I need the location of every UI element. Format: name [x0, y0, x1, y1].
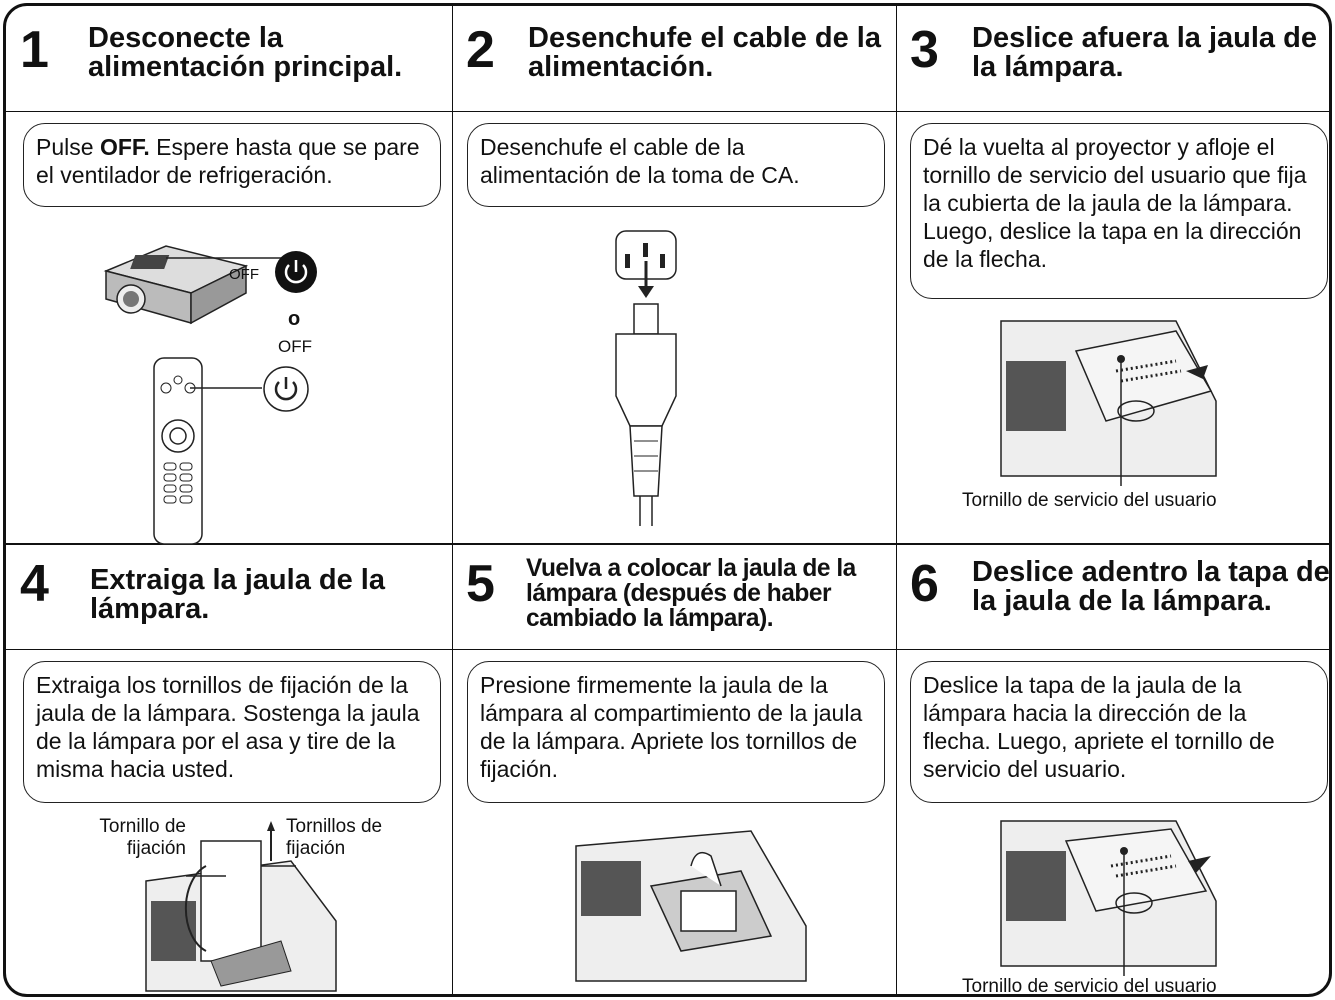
step-number: 5: [466, 555, 495, 613]
lamp-cage-cover-illustration: [1000, 320, 1217, 486]
instruction-text: Espere hasta que se pare el ventilador d…: [36, 134, 420, 188]
step-number: 2: [466, 21, 495, 79]
step-title: Deslice adentro la tapa de la jaula de l…: [972, 556, 1330, 617]
step-4-instructions: Extraiga los tornillos de fijación de la…: [23, 661, 441, 803]
step-number: 3: [910, 21, 939, 79]
off-label: OFF: [229, 266, 259, 283]
power-icon: [263, 366, 309, 412]
off-label-remote: OFF: [278, 337, 312, 356]
column-divider: [896, 6, 897, 994]
or-label: o: [288, 308, 301, 330]
step-3-instructions: Dé la vuelta al proyector y afloje el to…: [910, 123, 1328, 299]
step-2-header: 2 Desenchufe el cable de la alimentación…: [466, 24, 888, 82]
instruction-text: Extraiga los tornillos de fijación de la…: [36, 672, 420, 782]
fixing-screws-label: Tornillos de fijación: [286, 816, 383, 859]
fixing-screw-label: Tornillo de fijación: [99, 816, 186, 859]
service-screw-caption: Tornillo de servicio del usuario: [962, 976, 1217, 997]
projector-illustration: [103, 245, 306, 325]
step-3-header: 3 Deslice afuera la jaula de la lámpara.: [910, 21, 1329, 83]
step-6-header: 6 Deslice adentro la tapa de la jaula de…: [910, 555, 1330, 617]
step-number: 6: [910, 555, 939, 613]
instruction-text: Dé la vuelta al proyector y afloje el to…: [923, 134, 1307, 272]
instruction-text: Deslice la tapa de la jaula de la lámpar…: [923, 672, 1275, 782]
step-4-header: 4 Extraiga la jaula de la lámpara.: [20, 558, 430, 624]
step-5-header: 5 Vuelva a colocar la jaula de la lámpar…: [466, 554, 894, 632]
row-divider: [6, 111, 1329, 112]
lamp-cage-insertion-illustration: [575, 830, 807, 982]
step-title: Vuelva a colocar la jaula de la lámpara …: [526, 554, 856, 632]
column-divider: [452, 6, 453, 994]
lamp-cage-removal-illustration: [145, 821, 337, 992]
service-screw-caption: Tornillo de servicio del usuario: [962, 490, 1217, 511]
power-plug-illustration: [615, 230, 677, 526]
step-5-instructions: Presione firmemente la jaula de la lámpa…: [467, 661, 885, 803]
instruction-text: Pulse: [36, 134, 100, 160]
step-title: Deslice afuera la jaula de la lámpara.: [972, 22, 1317, 83]
step-title: Extraiga la jaula de la lámpara.: [90, 564, 385, 625]
row-divider: [6, 649, 1329, 650]
instruction-text: Presione firmemente la jaula de la lámpa…: [480, 672, 863, 782]
step-title: Desenchufe el cable de la alimentación.: [528, 22, 881, 83]
step-number: 1: [20, 21, 49, 79]
lamp-cage-cover-illustration: [1000, 820, 1217, 976]
remote-control-illustration: [153, 357, 262, 545]
step-6-instructions: Deslice la tapa de la jaula de la lámpar…: [910, 661, 1328, 803]
off-emphasis: OFF.: [99, 134, 150, 160]
row-divider: [6, 543, 1329, 545]
step-number: 4: [20, 555, 49, 613]
step-1-instructions: Pulse OFF. Espere hasta que se pare el v…: [23, 123, 441, 207]
instruction-sheet: 1 Desconecte la alimentación principal. …: [3, 3, 1332, 997]
instruction-text: Desenchufe el cable de la alimentación d…: [480, 134, 800, 188]
step-2-instructions: Desenchufe el cable de la alimentación d…: [467, 123, 885, 207]
power-icon: [275, 251, 317, 293]
step-1-header: 1 Desconecte la alimentación principal.: [20, 24, 438, 82]
step-title: Desconecte la alimentación principal.: [88, 22, 403, 83]
